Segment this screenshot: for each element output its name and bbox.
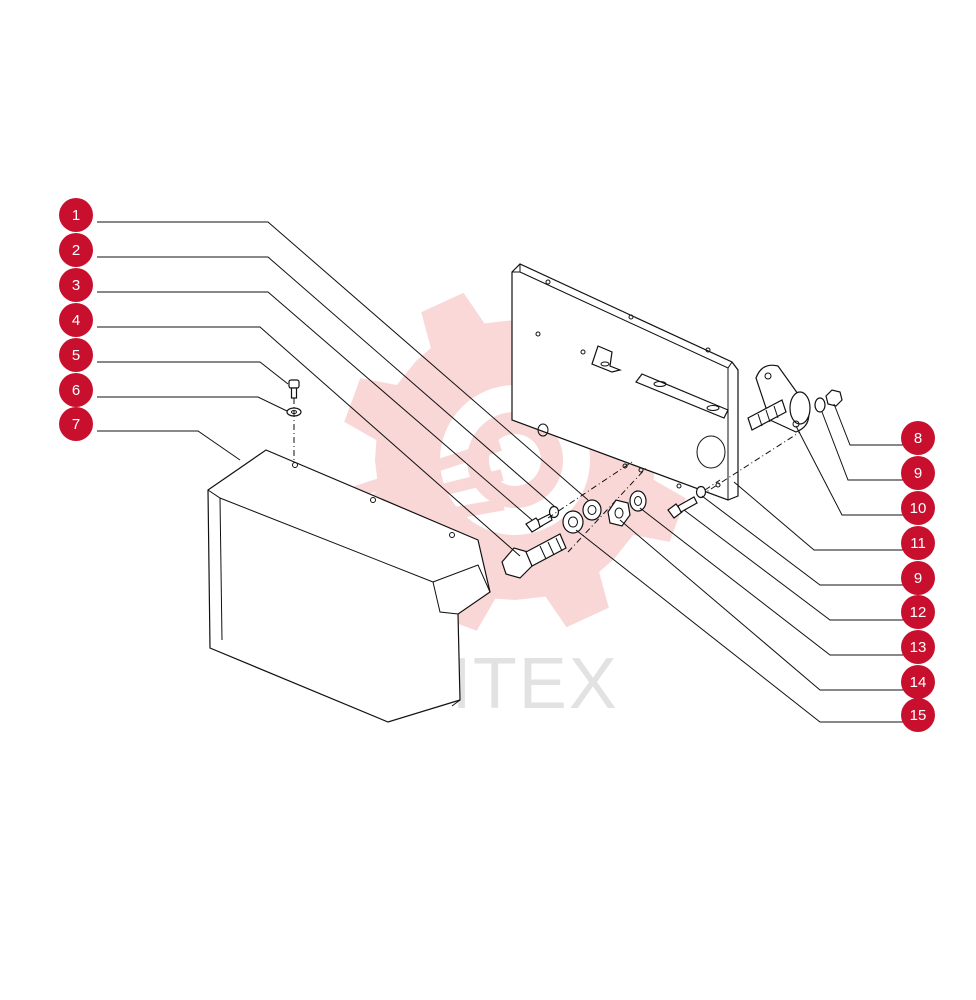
part-7-cover	[207, 449, 491, 723]
svg-text:12: 12	[910, 604, 927, 621]
callouts-left: 1 2 3 4 5 6 7	[59, 198, 93, 441]
svg-text:10: 10	[910, 500, 927, 517]
svg-text:5: 5	[72, 347, 80, 364]
callout-4[interactable]: 4	[59, 303, 93, 337]
svg-text:14: 14	[910, 674, 927, 691]
part-9-washer-lower	[695, 485, 707, 499]
callout-13[interactable]: 13	[901, 630, 935, 664]
svg-text:11: 11	[910, 535, 926, 552]
svg-text:9: 9	[914, 465, 922, 482]
svg-text:6: 6	[72, 382, 80, 399]
svg-text:7: 7	[72, 416, 80, 433]
part-15-washer-large	[562, 510, 584, 534]
callout-14[interactable]: 14	[901, 665, 935, 699]
callout-1[interactable]: 1	[59, 198, 93, 232]
callout-11[interactable]: 11	[901, 526, 935, 560]
callout-2[interactable]: 2	[59, 233, 93, 267]
svg-text:2: 2	[72, 242, 80, 259]
part-2-washer-small	[548, 505, 560, 519]
svg-text:9: 9	[914, 570, 922, 587]
callout-8[interactable]: 8	[901, 421, 935, 455]
svg-text:3: 3	[72, 277, 80, 294]
flange-stud-assembly	[747, 364, 811, 433]
callout-15[interactable]: 15	[901, 698, 935, 732]
part-13-washer	[629, 490, 647, 512]
svg-text:8: 8	[914, 430, 922, 447]
part-12-screw	[667, 496, 698, 519]
mounting-bracket-plate	[511, 263, 739, 501]
part-4-bolt	[501, 533, 567, 579]
callout-10[interactable]: 10	[901, 491, 935, 525]
svg-text:15: 15	[910, 707, 927, 724]
part-9-washer-upper	[814, 397, 826, 413]
part-8-nut	[825, 389, 843, 407]
part-5-screw	[288, 379, 300, 399]
svg-text:4: 4	[72, 312, 80, 329]
callout-9-upper[interactable]: 9	[901, 456, 935, 490]
callout-3[interactable]: 3	[59, 268, 93, 302]
svg-text:13: 13	[910, 639, 927, 656]
leader-lines-right	[575, 403, 922, 723]
part-1-washer	[582, 499, 602, 521]
callout-5[interactable]: 5	[59, 338, 93, 372]
svg-text:1: 1	[72, 207, 80, 224]
callout-6[interactable]: 6	[59, 373, 93, 407]
leader-lines-left	[97, 221, 589, 557]
callout-12[interactable]: 12	[901, 595, 935, 629]
callout-9-lower[interactable]: 9	[901, 561, 935, 595]
callout-7[interactable]: 7	[59, 407, 93, 441]
callouts-right: 8 9 10 11 9 12 13 14 15	[901, 421, 935, 732]
